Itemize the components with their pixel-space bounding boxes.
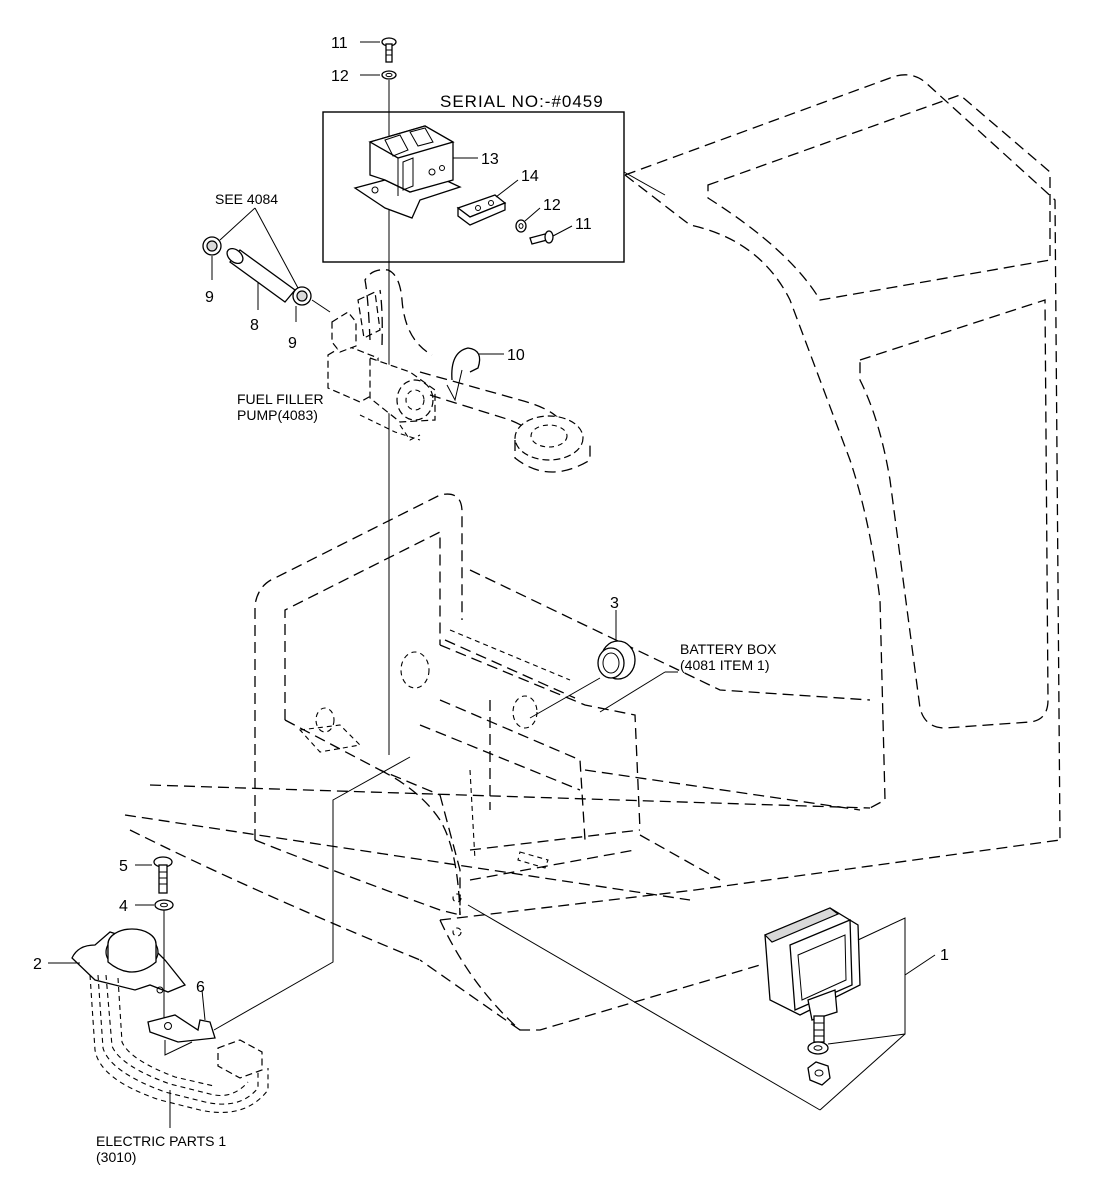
callout-14: 14 <box>521 168 539 185</box>
battery-box <box>254 493 641 937</box>
lamp-washer <box>807 1041 829 1055</box>
grommet-3 <box>597 640 636 680</box>
leader-lamp-1 <box>467 904 821 1111</box>
callout-11-box: 11 <box>575 216 592 233</box>
bolt-5 <box>153 856 173 894</box>
callout-10: 10 <box>507 347 525 364</box>
callout-5: 5 <box>119 858 128 875</box>
plate-14 <box>456 194 507 226</box>
battery-box-ref-line2: (4081 ITEM 1) <box>680 657 769 673</box>
battery-switch-2 <box>71 928 187 994</box>
electric-parts-ref-line1: ELECTRIC PARTS 1 <box>96 1133 226 1149</box>
lamp-nut <box>807 1061 831 1086</box>
see-reference: SEE 4084 <box>215 191 278 207</box>
leader-bracket-6 <box>213 756 411 1031</box>
bolt-11-box <box>529 230 554 245</box>
washer-12-top <box>381 70 397 80</box>
callout-3: 3 <box>610 595 619 612</box>
bolt-11-top <box>381 37 397 63</box>
work-lamp-1 <box>763 907 861 1043</box>
bracket-6 <box>147 1014 216 1043</box>
fuel-pump-ref-line1: FUEL FILLER <box>237 391 324 407</box>
fuel-pump-ref-line2: PUMP(4083) <box>237 407 318 423</box>
callout-1: 1 <box>940 947 949 964</box>
washer-4 <box>154 899 174 911</box>
hose-clamp-9-right <box>292 286 312 306</box>
fuel-filler-pump <box>327 269 591 473</box>
serial-note: SERIAL NO:-#0459 <box>440 92 604 111</box>
callout-9-right: 9 <box>288 335 297 352</box>
machine-body-outline <box>124 74 1061 1031</box>
battery-box-ref-line1: BATTERY BOX <box>680 641 777 657</box>
callout-2: 2 <box>33 956 42 973</box>
washer-12-box <box>515 219 527 233</box>
bracket-13 <box>353 125 462 219</box>
serial-detail-box <box>322 111 625 263</box>
callout-4: 4 <box>119 898 128 915</box>
wiring-harness <box>89 974 269 1114</box>
electric-parts-ref-line2: (3010) <box>96 1149 136 1165</box>
callout-12-top: 12 <box>331 68 349 85</box>
hose-clamp-9-left <box>202 236 222 256</box>
callout-11-top: 11 <box>331 35 348 52</box>
callout-6: 6 <box>196 979 205 996</box>
callout-12-box: 12 <box>543 197 561 214</box>
callout-13: 13 <box>481 151 499 168</box>
callout-8: 8 <box>250 317 259 334</box>
hose-8 <box>226 247 296 303</box>
clamp-10 <box>446 347 481 402</box>
callout-9-left: 9 <box>205 289 214 306</box>
